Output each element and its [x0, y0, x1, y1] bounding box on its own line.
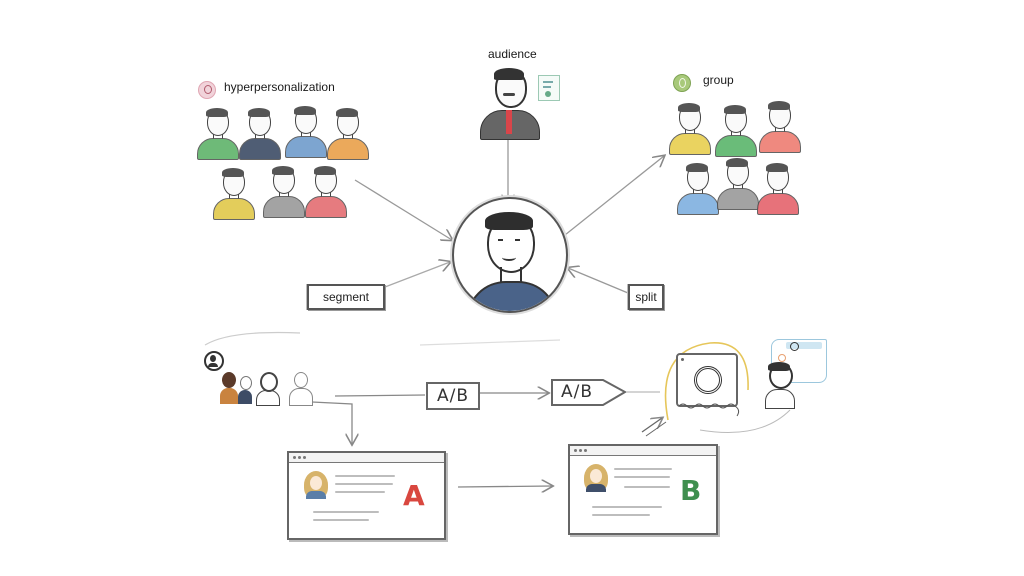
person-avatar — [262, 166, 305, 218]
variant-b-letter: B — [680, 474, 702, 507]
ab-test-box-1: A/B — [426, 382, 480, 410]
group-label: group — [703, 73, 734, 87]
ab-test-box-2: A/B — [551, 379, 628, 406]
person-avatar — [714, 105, 757, 157]
arrow-segment-to-center — [384, 262, 450, 288]
split-box: split — [628, 284, 664, 310]
person-avatar — [676, 163, 719, 215]
user-circle-icon — [204, 351, 224, 371]
avatar — [584, 464, 608, 492]
audience-label: audience — [488, 47, 537, 61]
arrow-users-to-variant-a — [311, 401, 352, 444]
arrow-b-to-profile — [641, 418, 662, 433]
browser-titlebar — [570, 446, 716, 456]
arrow-split-to-center — [568, 268, 629, 294]
person-avatar — [284, 106, 327, 158]
arrow-hyper-to-center — [354, 179, 452, 240]
person-avatar — [326, 108, 369, 160]
profile-avatar-icon — [694, 366, 722, 394]
support-agent — [764, 362, 795, 409]
audience-person — [480, 68, 540, 140]
person-avatar — [716, 158, 759, 210]
central-person — [452, 197, 568, 313]
browser-titlebar — [289, 453, 444, 463]
highlight-swoosh — [664, 342, 749, 421]
person-avatar — [668, 103, 711, 155]
person-avatar — [196, 108, 239, 160]
variant-b-page: B — [568, 444, 718, 535]
person-avatar — [238, 108, 281, 160]
avatar — [304, 471, 328, 499]
chart-card-icon — [538, 75, 560, 101]
bottom-users-group — [220, 368, 318, 408]
person-badge-icon — [198, 81, 216, 99]
group-badge-icon — [673, 74, 691, 92]
variant-a-page: A — [287, 451, 446, 540]
arrow-variant-a-to-b — [457, 486, 552, 487]
profile-card — [676, 353, 738, 407]
segment-box: segment — [307, 284, 385, 310]
ab-test-label-2: A/B — [560, 382, 594, 402]
hyperpersonalization-label: hyperpersonalization — [224, 80, 335, 94]
arrow-center-to-group — [564, 156, 664, 236]
arrow-users-to-ab — [334, 394, 426, 397]
person-avatar — [756, 163, 799, 215]
variant-a-letter: A — [403, 479, 425, 512]
audience-tie — [506, 110, 512, 134]
person-avatar — [758, 101, 801, 153]
